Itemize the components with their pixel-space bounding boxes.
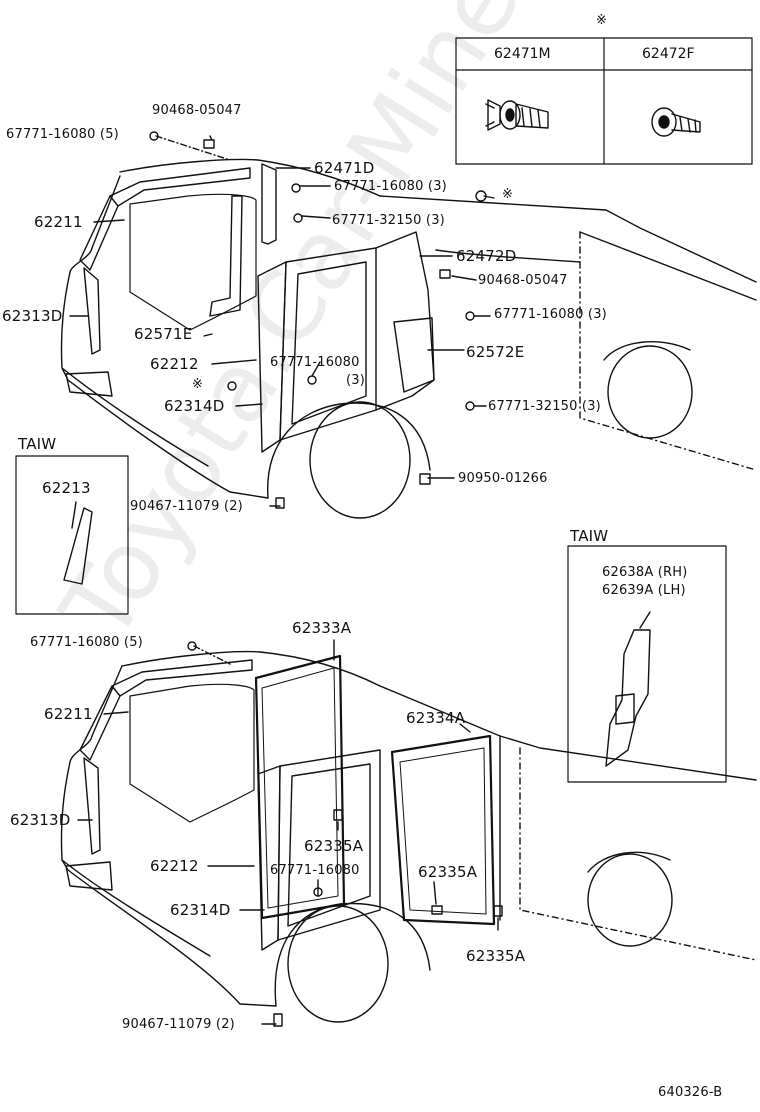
clip-62472f-drawing (651, 107, 701, 137)
label-62333a: 62333A (292, 619, 352, 637)
label-90467-11079-upper: 90467-11079 (2) (130, 499, 243, 514)
note-symbol-legend: ※ (596, 13, 607, 28)
label-67771-16080-lower: 67771-16080 (270, 863, 360, 878)
label-67771-16080-mid: 67771-16080 (270, 355, 360, 370)
label-62314d-upper: 62314D (164, 397, 225, 415)
label-90467-11079-lower: 90467-11079 (2) (122, 1017, 235, 1032)
taiw-box-lower (567, 545, 727, 783)
label-67771-16080-5-lower: 67771-16080 (5) (30, 635, 143, 650)
label-90468-05047-right: 90468-05047 (478, 273, 568, 288)
label-67771-16080-3-a: 67771-16080 (3) (334, 179, 447, 194)
clip-62471m-drawing (485, 99, 549, 131)
label-62335a-b: 62335A (418, 863, 478, 881)
label-67771-16080-5-upper: 67771-16080 (5) (6, 127, 119, 142)
label-62212-lower: 62212 (150, 857, 199, 875)
taiw-part-62638a-rh: 62638A (RH) (602, 565, 688, 580)
label-67771-16080-3-b: 67771-16080 (3) (494, 307, 607, 322)
label-90950-01266: 90950-01266 (458, 471, 548, 486)
diagram-code: 640326-B (658, 1085, 723, 1100)
label-62571e: 62571E (134, 325, 193, 343)
label-62313d-upper: 62313D (2, 307, 63, 325)
taiw-box-upper (15, 455, 129, 615)
taiw-title-lower: TAIW (570, 527, 609, 545)
label-90468-05047-top: 90468-05047 (152, 103, 242, 118)
label-62471d: 62471D (314, 159, 375, 177)
note-symbol-upper-b: ※ (192, 377, 203, 392)
label-62334a: 62334A (406, 709, 466, 727)
taiw-part-62639a-lh: 62639A (LH) (602, 583, 686, 598)
label-62335a-c: 62335A (466, 947, 526, 965)
label-62212-upper: 62212 (150, 355, 199, 373)
taiw-title-upper: TAIW (18, 435, 57, 453)
label-mid-quantity: (3) (346, 373, 366, 388)
legend-table (455, 37, 753, 165)
label-62335a-a: 62335A (304, 837, 364, 855)
legend-header-62472f: 62472F (642, 46, 695, 62)
label-67771-32150-3-b: 67771-32150 (3) (488, 399, 601, 414)
taiw-part-62213: 62213 (42, 479, 91, 497)
upper-vehicle-outline (60, 131, 757, 519)
label-62313d-lower: 62313D (10, 811, 71, 829)
label-62472d: 62472D (456, 247, 517, 265)
label-62314d-lower: 62314D (170, 901, 231, 919)
label-62211-upper: 62211 (34, 213, 83, 231)
label-62572e: 62572E (466, 343, 525, 361)
label-62211-lower: 62211 (44, 705, 93, 723)
lower-vehicle-outline (60, 639, 757, 1027)
legend-header-62471m: 62471M (494, 46, 551, 62)
label-67771-32150-3-a: 67771-32150 (3) (332, 213, 445, 228)
note-symbol-upper-a: ※ (502, 187, 513, 202)
